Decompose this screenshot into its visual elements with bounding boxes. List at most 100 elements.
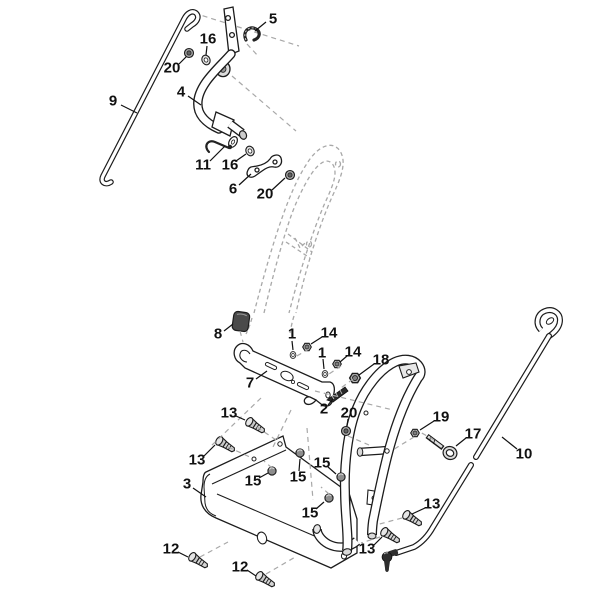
part-number-label: 2 [320, 401, 328, 418]
leader-line [178, 56, 187, 65]
callout-18: 18 [358, 352, 390, 376]
part-number-label: 6 [229, 181, 237, 198]
part-8-cap [231, 310, 251, 333]
alignment-line [246, 43, 260, 58]
leader-line [327, 466, 337, 475]
callout-13: 13 [221, 405, 246, 422]
callout-20: 20 [257, 177, 286, 203]
part-4-lever [198, 6, 248, 148]
callout-1: 1 [288, 326, 296, 351]
cap-nut-15 [336, 472, 346, 482]
cap-nut-15 [267, 466, 277, 476]
part-number-label: 19 [433, 409, 450, 426]
screw-13 [213, 434, 238, 456]
part-number-label: 12 [232, 559, 249, 576]
part-number-label: 1 [288, 326, 296, 343]
washer-1 [321, 370, 329, 378]
part-number-label: 16 [222, 157, 239, 174]
part-number-label: 18 [373, 352, 390, 369]
callout-5: 5 [254, 11, 277, 32]
part-number-label: 14 [345, 344, 362, 361]
part-number-label: 20 [341, 405, 358, 422]
leader-line [501, 436, 518, 450]
leader-line [209, 145, 226, 162]
nut-20 [183, 47, 195, 59]
leader-line [255, 370, 268, 380]
callout-20: 20 [341, 405, 358, 427]
part-number-label: 4 [177, 84, 186, 101]
part-number-label: 3 [183, 476, 191, 493]
washer-16 [243, 144, 257, 158]
leader-line [192, 487, 207, 498]
alignment-line [231, 75, 297, 132]
callout-11: 11 [195, 145, 226, 174]
nut-20 [284, 169, 296, 181]
part-number-label: 13 [189, 452, 206, 469]
callout-2: 2 [320, 398, 334, 418]
callout-12: 12 [163, 541, 189, 558]
screw-12 [253, 569, 278, 591]
part-number-label: 12 [163, 541, 180, 558]
leader-line [346, 418, 349, 427]
part-number-label: 15 [245, 473, 262, 490]
callout-13: 13 [189, 444, 216, 469]
screw-12 [186, 550, 211, 572]
nut-20 [340, 425, 352, 437]
part-number-label: 11 [195, 157, 211, 174]
handle-frame [313, 360, 421, 556]
leader-line [235, 153, 247, 162]
leader-line [327, 398, 334, 406]
leader-line [298, 458, 301, 472]
part-number-label: 13 [221, 405, 238, 422]
nut-19 [410, 428, 420, 438]
leader-line [322, 358, 325, 370]
part-number-label: 15 [302, 505, 319, 522]
part-number-label: 5 [269, 11, 277, 28]
callout-17: 17 [455, 426, 482, 447]
lever-clamp-block [211, 111, 235, 137]
part-number-label: 14 [321, 325, 338, 342]
leader-line [120, 104, 138, 114]
leader-line [177, 551, 189, 558]
callout-13: 13 [359, 536, 383, 558]
callout-20: 20 [164, 56, 187, 77]
callout-13: 13 [411, 496, 441, 515]
callout-14: 14 [310, 325, 338, 345]
callout-7: 7 [246, 370, 268, 392]
part-number-label: 10 [516, 446, 533, 463]
callout-layer: 9 4 16 20 5 11 16 6 20 8 7 1 14 1 14 18 2 20 13 13 3 15 15 15 15… [109, 11, 533, 577]
callout-6: 6 [229, 173, 252, 198]
screw-13 [378, 525, 403, 547]
leader-line [258, 472, 269, 479]
ball-joint [381, 549, 399, 572]
part-number-label: 9 [109, 93, 117, 110]
part-10-link-rod [381, 310, 560, 572]
part-number-label: 8 [214, 326, 222, 343]
part-number-label: 15 [314, 455, 331, 472]
callout-8: 8 [214, 323, 234, 343]
part-number-label: 1 [318, 345, 326, 362]
alignment-lines [199, 330, 435, 575]
part-number-label: 13 [424, 496, 441, 513]
part-number-label: 16 [200, 31, 217, 48]
leader-line [310, 336, 323, 345]
washer-1 [289, 351, 297, 359]
part-number-label: 7 [246, 375, 254, 392]
screw-13 [400, 508, 425, 530]
part-number-label: 17 [465, 426, 482, 443]
callout-19: 19 [419, 409, 450, 431]
leader-line [205, 45, 208, 56]
callout-15: 15 [245, 472, 269, 490]
leader-line [455, 437, 467, 447]
leader-line [419, 420, 435, 431]
part-number-label: 15 [290, 469, 307, 486]
callout-1: 1 [318, 345, 326, 370]
callout-9: 9 [109, 93, 138, 114]
callout-16: 16 [200, 31, 217, 56]
leader-line [203, 444, 216, 457]
callout-15: 15 [290, 458, 307, 486]
part-number-label: 20 [257, 186, 274, 203]
nut-18 [348, 372, 362, 384]
